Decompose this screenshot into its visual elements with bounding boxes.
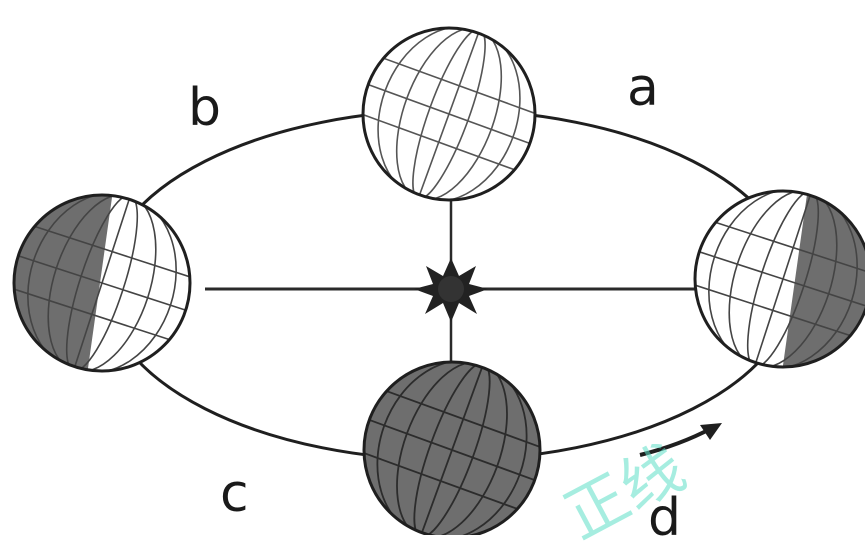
earth-orbit-diagram bbox=[0, 0, 865, 535]
earth-left bbox=[0, 163, 225, 404]
label-d: d bbox=[648, 492, 681, 544]
earth-bottom bbox=[328, 328, 576, 535]
label-b: b bbox=[188, 82, 221, 134]
sun-star-icon bbox=[414, 258, 488, 322]
earth-right bbox=[661, 159, 865, 401]
earth-top bbox=[324, 0, 574, 236]
label-c: c bbox=[220, 468, 249, 520]
label-a: a bbox=[627, 62, 659, 114]
